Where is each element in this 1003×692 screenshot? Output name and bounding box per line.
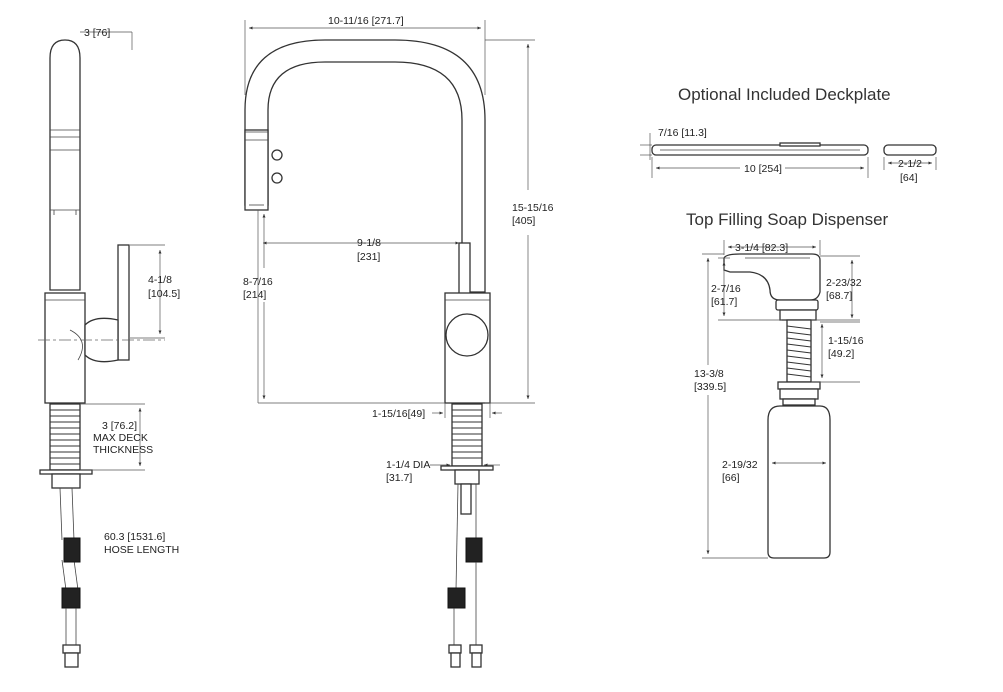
dim-bottle-dia: 2-19/32 [722,459,758,471]
dim-deckplate-length: 10 [254] [744,163,782,175]
hose-length-label: HOSE LENGTH [104,544,179,556]
dim-top-width: 3 [76] [84,27,110,39]
dim-shank-diameter: 1-1/4 DIA [386,459,430,471]
deck-label-line1: MAX DECK [93,432,148,444]
soap-dispenser-dimensions: 3-1/4 [82.3] 2-7/16 [61.7] 2-23/32 [68.7… [694,240,864,559]
dim-overall-height-mm: [405] [512,215,535,227]
front-shank-threads [452,409,482,459]
side-view-dimensions: 3 [76] 4-1/8 [104.5] 3 [76.2] MAX DECK T… [80,27,180,556]
soap-dispenser-section: Top Filling Soap Dispenser [686,210,889,559]
dim-head-height-right: 2-23/32 [826,277,862,289]
soap-shank-threads [786,325,812,378]
dim-spout-height-mm: [214] [243,289,266,301]
deckplate-title: Optional Included Deckplate [678,85,891,104]
dim-overall: 13-3/8 [694,368,724,380]
dim-hose-length: 60.3 [1531.6] [104,531,165,543]
dim-head-height-right-mm: [68.7] [826,290,852,302]
dim-shank: 1-15/16 [828,335,864,347]
dim-head-width: 3-1/4 [82.3] [735,242,788,254]
deckplate-section: Optional Included Deckplate 7/16 [11.3] … [640,85,937,184]
dim-deck-thickness: 3 [76.2] [102,420,137,432]
dim-deckplate-width: 2-1/2 [898,158,922,170]
dim-shank-mm: [49.2] [828,348,854,360]
front-view-dimensions: 10-11/16 [271.7] 15-15/16 [405] 9-1/8 [2… [243,15,554,484]
dim-shank-diameter-mm: [31.7] [386,472,412,484]
dim-deckplate-thickness: 7/16 [11.3] [658,127,707,139]
dim-head-height-left: 2-7/16 [711,283,741,295]
dim-overall-height: 15-15/16 [512,202,554,214]
dim-spout-height: 8-7/16 [243,276,273,288]
dim-head-height-left-mm: [61.7] [711,296,737,308]
dim-handle-height: 4-1/8 [148,274,172,286]
side-view-faucet [38,39,165,668]
dim-handle-height-mm: [104.5] [148,288,180,300]
deck-label-line2: THICKNESS [93,444,153,456]
soap-dispenser-title: Top Filling Soap Dispenser [686,210,889,229]
dim-reach-mm: [231] [357,251,380,263]
side-shank-threads [50,409,80,465]
dim-overall-width: 10-11/16 [271.7] [328,15,404,27]
front-view-faucet [244,39,494,668]
dim-deckplate-width-mm: [64] [900,172,918,184]
dim-overall-mm: [339.5] [694,381,726,393]
dim-bottle-dia-mm: [66] [722,472,740,484]
dim-reach: 9-1/8 [357,237,381,249]
dim-base-diameter: 1-15/16[49] [372,408,425,420]
